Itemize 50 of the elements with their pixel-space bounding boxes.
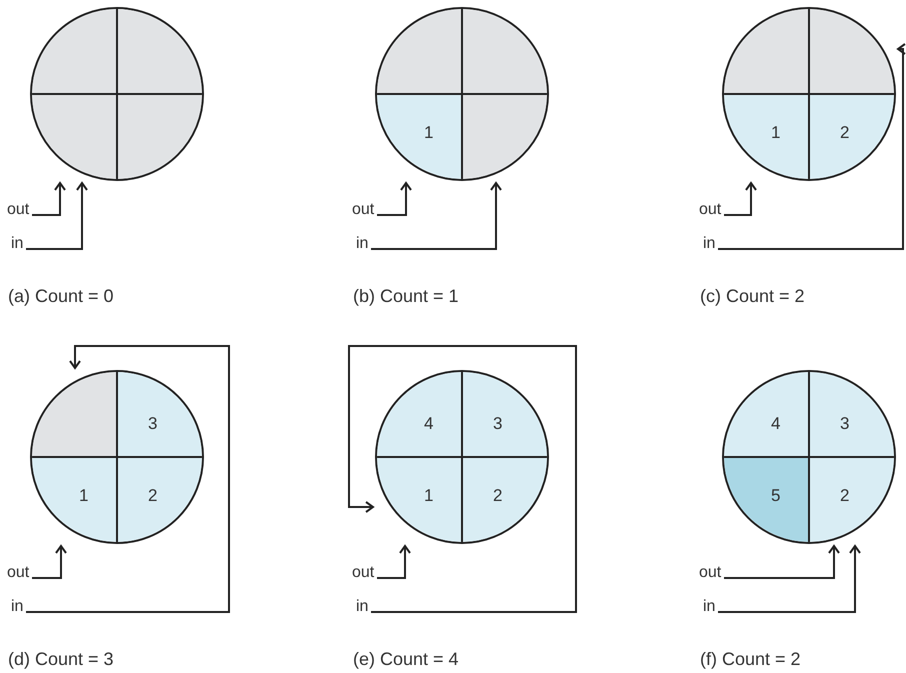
port-label: in xyxy=(11,598,24,616)
arrow xyxy=(26,345,230,613)
port-label: in xyxy=(356,235,368,253)
buffer-slot: 4 xyxy=(724,372,809,457)
arrow xyxy=(724,182,757,216)
buffer-slot: 3 xyxy=(462,372,547,457)
port-label: in xyxy=(11,235,24,253)
buffer-circle xyxy=(30,370,204,544)
buffer-slot: 1 xyxy=(724,94,809,179)
buffer-slot: 3 xyxy=(809,372,894,457)
caption: (b) Count = 1 xyxy=(353,286,459,306)
port-label: out xyxy=(352,201,374,219)
arrow xyxy=(377,182,412,216)
port-label: in xyxy=(703,235,716,253)
arrow xyxy=(26,182,88,250)
caption: (c) Count = 2 xyxy=(700,286,805,306)
port-label: out xyxy=(352,564,374,582)
buffer-slot: 1 xyxy=(377,457,462,542)
buffer-slot: 2 xyxy=(117,457,202,542)
arrow xyxy=(348,345,577,613)
buffer-slot: 1 xyxy=(377,94,462,179)
caption: (f) Count = 2 xyxy=(700,649,801,669)
caption: (a) Count = 0 xyxy=(8,286,114,306)
arrow xyxy=(32,545,67,579)
buffer-circle xyxy=(722,7,896,181)
buffer-slot: 4 xyxy=(377,372,462,457)
arrow xyxy=(32,182,66,216)
buffer-slot: 2 xyxy=(462,457,547,542)
buffer-slot: 5 xyxy=(724,457,809,542)
buffer-slot: 3 xyxy=(117,372,202,457)
caption: (d) Count = 3 xyxy=(8,649,114,669)
arrow xyxy=(718,545,861,613)
port-label: out xyxy=(699,564,722,582)
arrow xyxy=(724,545,840,579)
port-label: out xyxy=(7,564,30,582)
buffer-slot: 2 xyxy=(809,94,894,179)
buffer-circle xyxy=(30,7,204,181)
port-label: in xyxy=(356,598,368,616)
arrow xyxy=(718,43,906,250)
caption: (e) Count = 4 xyxy=(353,649,459,669)
buffer-slot: 2 xyxy=(809,457,894,542)
port-label: in xyxy=(703,598,716,616)
buffer-circle xyxy=(722,370,896,544)
buffer-circle xyxy=(375,370,549,544)
arrow xyxy=(371,182,502,250)
port-label: out xyxy=(7,201,30,219)
buffer-slot: 1 xyxy=(32,457,117,542)
port-label: out xyxy=(699,201,722,219)
buffer-circle xyxy=(375,7,549,181)
arrow xyxy=(377,545,411,579)
